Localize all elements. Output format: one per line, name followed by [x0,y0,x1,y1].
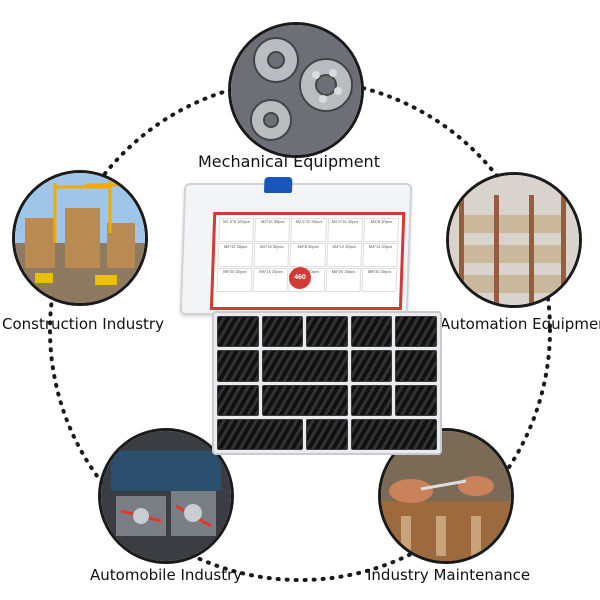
pin-compartment [217,384,259,416]
pin-compartment [261,316,304,348]
size-cell: M8*30 30pcs [361,268,398,292]
product-kit-box: M1.5*8 100pcs M2*16 30pcs M2.5*10 30pcs … [179,177,442,455]
pin-compartment [395,384,437,416]
construction-industry-image [12,170,148,306]
size-cell: M2*12 30pcs [217,243,254,267]
size-cell: M6*20 30pcs [325,268,362,292]
automation-equipment-image [446,172,582,308]
industry-maintenance-label: Industry Maintenance [367,566,531,584]
pin-compartment [261,350,348,382]
pin-compartment [217,418,304,450]
pin-compartment [306,316,348,348]
pin-compartment [350,384,393,416]
pin-compartment [306,418,348,450]
automobile-industry-label: Automobile Industry [90,566,243,584]
size-label-card: M1.5*8 100pcs M2*16 30pcs M2.5*10 30pcs … [209,212,406,310]
pin-compartment [261,384,348,416]
size-cell: M5*16 30pcs [252,268,289,292]
pin-compartment [217,316,259,348]
construction-industry-label: Construction Industry [2,315,164,333]
pin-compartment [350,350,393,382]
pin-compartment [395,316,437,348]
size-cell: M2.5*10 30pcs [290,218,327,242]
size-cell: M3*8 30pcs [363,218,400,242]
size-cell: M4*8 30pcs [289,243,326,267]
size-cell: M2.5*16 30pcs [326,218,363,242]
size-cell: M2*16 30pcs [254,218,291,242]
size-cell: M5*30 30pcs [216,268,253,292]
size-cell: M3*16 30pcs [253,243,290,267]
mechanical-equipment-label: Mechanical Equipment [198,152,380,171]
automation-equipment-label: Automation Equipment [440,315,600,333]
mechanical-equipment-image [228,22,364,158]
pin-compartment [217,350,259,382]
size-cell: M1.5*8 100pcs [218,218,255,242]
box-handle [263,177,293,193]
automobile-industry-image [98,428,234,564]
pin-compartment [350,418,437,450]
pin-compartment [395,350,437,382]
size-cell: M4*14 30pcs [362,243,399,267]
parts-tray [212,311,442,455]
pin-compartment [350,316,393,348]
box-lid: M1.5*8 100pcs M2*16 30pcs M2.5*10 30pcs … [179,177,413,315]
size-cell: M4*12 30pcs [325,243,363,267]
